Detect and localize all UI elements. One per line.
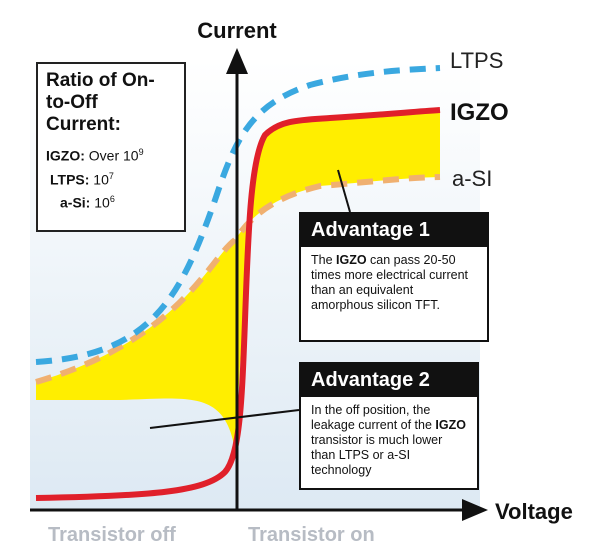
advantage-2-text: In the off position, the leakage current… [301, 397, 477, 484]
igzo-curve [35, 107, 441, 501]
ratio-key: a-Si: [60, 194, 91, 211]
advantage-1-title: Advantage 1 [301, 214, 487, 247]
y-axis-arrowhead [226, 48, 248, 74]
ratio-value: 10 [94, 194, 110, 211]
ratio-key: IGZO: [46, 147, 85, 164]
ratio-row-asi: a-Si: 106 [46, 189, 176, 213]
advantage-1-text-post: can pass 20-50 times more electrical cur… [311, 253, 468, 312]
advantage-2-box: Advantage 2 In the off position, the lea… [299, 362, 479, 490]
ratio-value: 10 [93, 171, 109, 188]
ratio-key: LTPS: [50, 171, 90, 188]
advantage-2-text-pre: In the off position, the leakage current… [311, 403, 436, 432]
x-axis-label: Voltage [495, 499, 573, 524]
transistor-off-label: Transistor off [48, 524, 176, 546]
advantage-2-highlight: IGZO [435, 418, 466, 432]
advantage-1-text: The IGZO can pass 20-50 times more elect… [301, 247, 487, 319]
advantage-2-pointer [149, 409, 300, 429]
transistor-on-label: Transistor on [248, 524, 375, 546]
ratio-row-igzo: IGZO: Over 109 [46, 142, 176, 166]
advantage-1-text-pre: The [311, 253, 337, 267]
igzo-label: IGZO [450, 99, 509, 126]
advantage-1-highlight: IGZO [336, 253, 367, 267]
ratio-exponent: 9 [138, 147, 144, 157]
advantage-1-box: Advantage 1 The IGZO can pass 20-50 time… [299, 212, 489, 342]
advantage-2-title: Advantage 2 [301, 364, 477, 397]
ratio-exponent: 7 [108, 170, 114, 181]
ratio-box-title: Ratio of On-to-Off Current: [46, 70, 155, 135]
asi-label: a-SI [452, 166, 492, 191]
ratio-exponent: 6 [109, 194, 115, 205]
ltps-label: LTPS [450, 48, 503, 73]
ratio-row-ltps: LTPS: 107 [46, 166, 176, 190]
y-axis-label: Current [197, 18, 277, 43]
ltps-curve [35, 65, 441, 365]
x-axis-arrowhead [462, 499, 488, 521]
advantage-2-text-post: transistor is much lower than LTPS or a-… [311, 433, 443, 477]
ratio-value: Over 10 [88, 147, 139, 164]
advantage-1-pointer [337, 169, 351, 213]
on-off-ratio-box: Ratio of On-to-Off Current: IGZO: Over 1… [36, 62, 186, 232]
